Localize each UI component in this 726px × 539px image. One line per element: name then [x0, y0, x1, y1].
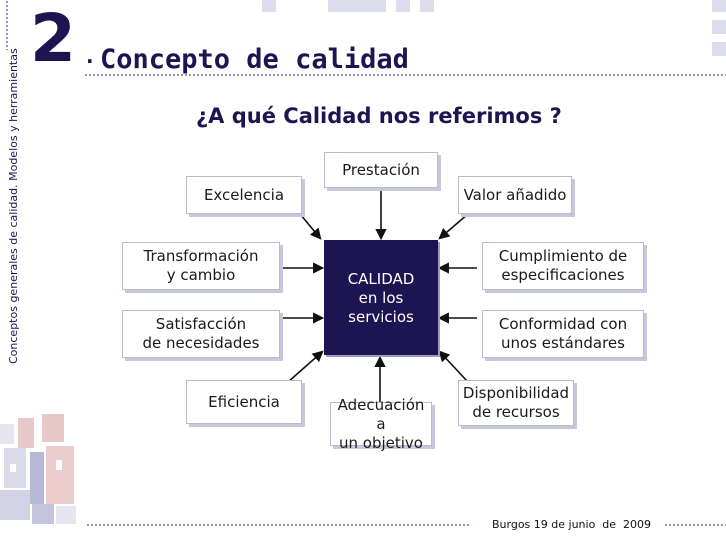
node-transformacion: Transformación y cambio: [122, 242, 280, 290]
decor-square: [712, 20, 726, 34]
node-disponibilidad: Disponibilidad de recursos: [458, 380, 574, 426]
footer-dotted-rule: [86, 523, 470, 527]
footer-dotted-rule-right: [664, 523, 726, 527]
node-satisfaccion: Satisfacción de necesidades: [122, 310, 280, 358]
section-dot: .: [86, 44, 94, 68]
footer-date: Burgos 19 de junio de 2009: [492, 518, 652, 531]
decor-square: [328, 0, 386, 12]
node-adecuacion: Adecuación a un objetivo: [330, 396, 432, 452]
node-excelencia: Excelencia: [186, 176, 302, 214]
page-title: Concepto de calidad: [100, 44, 409, 75]
decor-square: [262, 0, 276, 12]
section-number: 2: [30, 0, 76, 77]
title-dotted-underline: [84, 73, 726, 77]
decor-square: [420, 0, 434, 12]
node-valor-anadido: Valor añadido: [458, 176, 572, 214]
subtitle: ¿A qué Calidad nos referimos ?: [196, 104, 562, 128]
center-node: CALIDAD en los servicios: [324, 240, 438, 355]
node-prestacion: Prestación: [324, 152, 438, 188]
arrow-bottom-right: [438, 350, 469, 383]
arrow-bottom-left: [287, 350, 324, 383]
decor-square: [712, 0, 726, 12]
decor-square: [712, 42, 726, 56]
node-conformidad: Conformidad con unos estándares: [482, 310, 644, 358]
building-logo-icon: [0, 414, 76, 524]
decor-square: [396, 0, 410, 12]
left-dotted-rule: [5, 0, 9, 50]
node-eficiencia: Eficiencia: [186, 380, 302, 424]
node-cumplimiento: Cumplimiento de especificaciones: [482, 242, 644, 290]
